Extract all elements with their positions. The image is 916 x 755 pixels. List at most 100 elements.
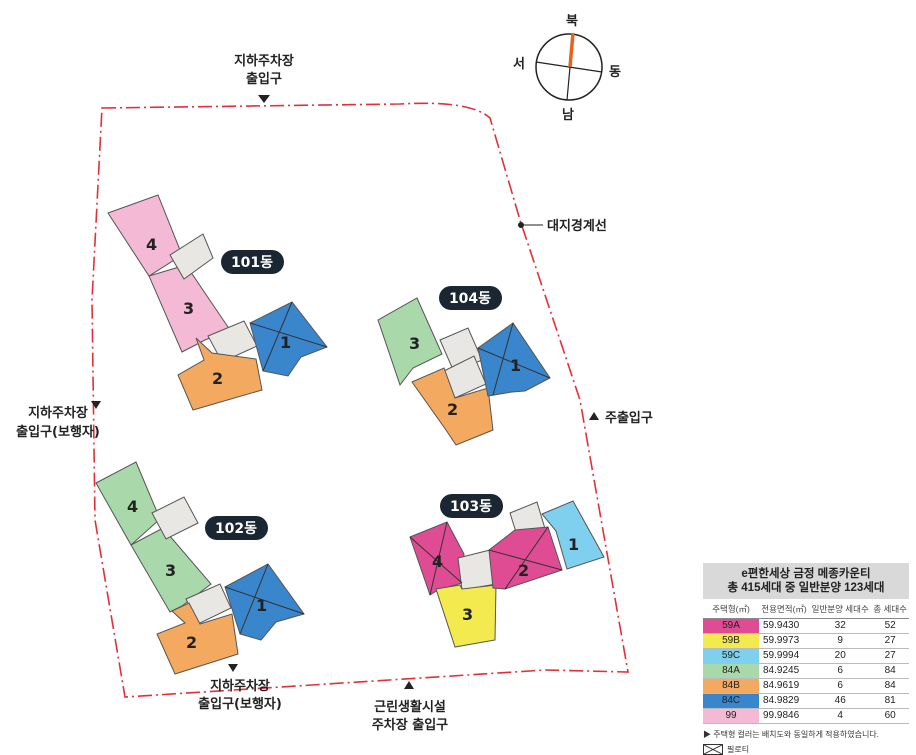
legend-type-cell: 59B bbox=[703, 633, 759, 649]
unit-103-4-label: 4 bbox=[432, 552, 443, 571]
unit-104-2-label: 2 bbox=[447, 400, 458, 419]
commercial-line2: 주차장 출입구 bbox=[372, 717, 448, 733]
unit-103-2-cross-b bbox=[504, 526, 549, 590]
compass-west-label: 서 bbox=[513, 57, 525, 72]
left-entrance-line1: 지하주차장 bbox=[28, 405, 88, 421]
unit-101-1-cross-a bbox=[249, 322, 328, 348]
badge-101-bg bbox=[221, 250, 284, 274]
badge-102: 102동 bbox=[205, 516, 268, 540]
legend-title-line2: 총 415세대 중 일반분양 123세대 bbox=[727, 582, 885, 594]
unit-102-1-cross-b bbox=[239, 563, 269, 635]
unit-103-3-label: 3 bbox=[462, 605, 473, 624]
badge-101-label: 101동 bbox=[231, 255, 273, 271]
top-parking-entrance: 지하주차장 출입구 bbox=[234, 53, 294, 103]
up-arrow-icon bbox=[589, 412, 599, 420]
legend-total-cell: 84 bbox=[871, 678, 909, 694]
badge-104-bg bbox=[439, 286, 502, 310]
legend-general-cell: 9 bbox=[809, 633, 872, 649]
down-arrow-icon bbox=[91, 401, 101, 409]
unit-104-3-label: 3 bbox=[409, 334, 420, 353]
down-arrow-icon bbox=[228, 664, 238, 672]
legend-note: ▶ 주택형 컬러는 배치도와 동일하게 적용하였습니다. bbox=[703, 730, 879, 739]
legend-col-type: 주택형(㎡) bbox=[703, 599, 759, 619]
unit-103-4-cross-a bbox=[409, 536, 463, 584]
main-entrance-label: 주출입구 bbox=[605, 410, 653, 426]
left-parking-entrance: 지하주차장 출입구(보행자) bbox=[16, 401, 101, 440]
compass-ew-line bbox=[535, 61, 603, 73]
compass-south-label: 남 bbox=[562, 107, 574, 123]
compass: 북 남 서 동 bbox=[513, 14, 621, 123]
legend-piloti: 필로티 bbox=[703, 744, 909, 755]
unit-101-3-label: 3 bbox=[183, 299, 194, 318]
legend-area-cell: 84.9619 bbox=[759, 678, 810, 694]
badge-103: 103동 bbox=[440, 494, 503, 518]
legend-general-cell: 6 bbox=[809, 663, 872, 679]
piloti-icon bbox=[703, 744, 723, 755]
compass-needle-south bbox=[566, 66, 571, 101]
unit-103-1 bbox=[541, 500, 605, 570]
unit-101-4-label: 4 bbox=[146, 235, 157, 254]
core-102-a bbox=[151, 496, 199, 540]
unit-104-1-label: 1 bbox=[510, 356, 521, 375]
commercial-parking-entrance: 근린생활시설 주차장 출입구 bbox=[372, 681, 448, 733]
piloti-label: 필로티 bbox=[727, 745, 750, 754]
legend-type-cell: 99 bbox=[703, 708, 759, 724]
badge-102-bg bbox=[205, 516, 268, 540]
legend-total-cell: 81 bbox=[871, 693, 909, 709]
legend-total-cell: 27 bbox=[871, 633, 909, 649]
site-boundary bbox=[91, 102, 629, 698]
legend-general-cell: 6 bbox=[809, 678, 872, 694]
top-entrance-line2: 출입구 bbox=[246, 71, 282, 87]
compass-circle bbox=[535, 33, 603, 101]
badge-101: 101동 bbox=[221, 250, 284, 274]
main-entrance: 주출입구 bbox=[589, 410, 653, 426]
building-102: 4 3 2 1 bbox=[95, 461, 305, 675]
legend-area-cell: 84.9245 bbox=[759, 663, 810, 679]
legend-type-cell: 59C bbox=[703, 648, 759, 664]
badge-104-label: 104동 bbox=[449, 291, 491, 307]
unit-type-legend: e편한세상 금정 메종카운티 총 415세대 중 일반분양 123세대 주택형(… bbox=[703, 563, 909, 755]
down-arrow-icon bbox=[258, 95, 270, 103]
unit-101-2-label: 2 bbox=[212, 369, 223, 388]
badge-102-label: 102동 bbox=[215, 521, 257, 537]
commercial-line1: 근린생활시설 bbox=[374, 699, 446, 715]
legend-header-row: 주택형(㎡) 전용면적(㎡) 일반분양 세대수 총 세대수 bbox=[703, 599, 909, 619]
legend-general-cell: 4 bbox=[809, 708, 872, 724]
unit-103-4-cross-b bbox=[429, 521, 448, 596]
legend-total-cell: 27 bbox=[871, 648, 909, 664]
bottom-entrance-line1: 지하주차장 bbox=[210, 678, 270, 694]
legend-general-cell: 20 bbox=[809, 648, 872, 664]
legend-type-cell: 84A bbox=[703, 663, 759, 679]
legend-total-cell: 84 bbox=[871, 663, 909, 679]
legend-type-cell: 84C bbox=[703, 693, 759, 709]
unit-102-1-cross-a bbox=[224, 586, 305, 615]
legend-area-cell: 59.9994 bbox=[759, 648, 810, 664]
left-entrance-line2: 출입구(보행자) bbox=[16, 424, 100, 440]
unit-101-1-label: 1 bbox=[280, 333, 291, 352]
unit-104-1-cross-b bbox=[492, 322, 514, 396]
unit-102-4-label: 4 bbox=[127, 497, 138, 516]
unit-103-1-label: 1 bbox=[568, 535, 579, 554]
legend-general-cell: 32 bbox=[809, 618, 872, 634]
legend-header: e편한세상 금정 메종카운티 총 415세대 중 일반분양 123세대 bbox=[703, 563, 909, 599]
legend-area-cell: 59.9973 bbox=[759, 633, 810, 649]
bottom-parking-entrance: 지하주차장 출입구(보행자) bbox=[198, 664, 282, 712]
legend-area-cell: 59.9430 bbox=[759, 618, 810, 634]
legend-general-cell: 46 bbox=[809, 693, 872, 709]
legend-col-general: 일반분양 세대수 bbox=[809, 599, 872, 619]
top-entrance-line1: 지하주차장 bbox=[234, 53, 294, 69]
badge-103-bg bbox=[440, 494, 503, 518]
unit-102-2-label: 2 bbox=[186, 633, 197, 652]
legend-area-cell: 99.9846 bbox=[759, 708, 810, 724]
building-103: 4 3 2 1 bbox=[409, 500, 605, 648]
core-101-a bbox=[169, 233, 214, 280]
legend-total-cell: 52 bbox=[871, 618, 909, 634]
compass-east-label: 동 bbox=[609, 65, 621, 80]
